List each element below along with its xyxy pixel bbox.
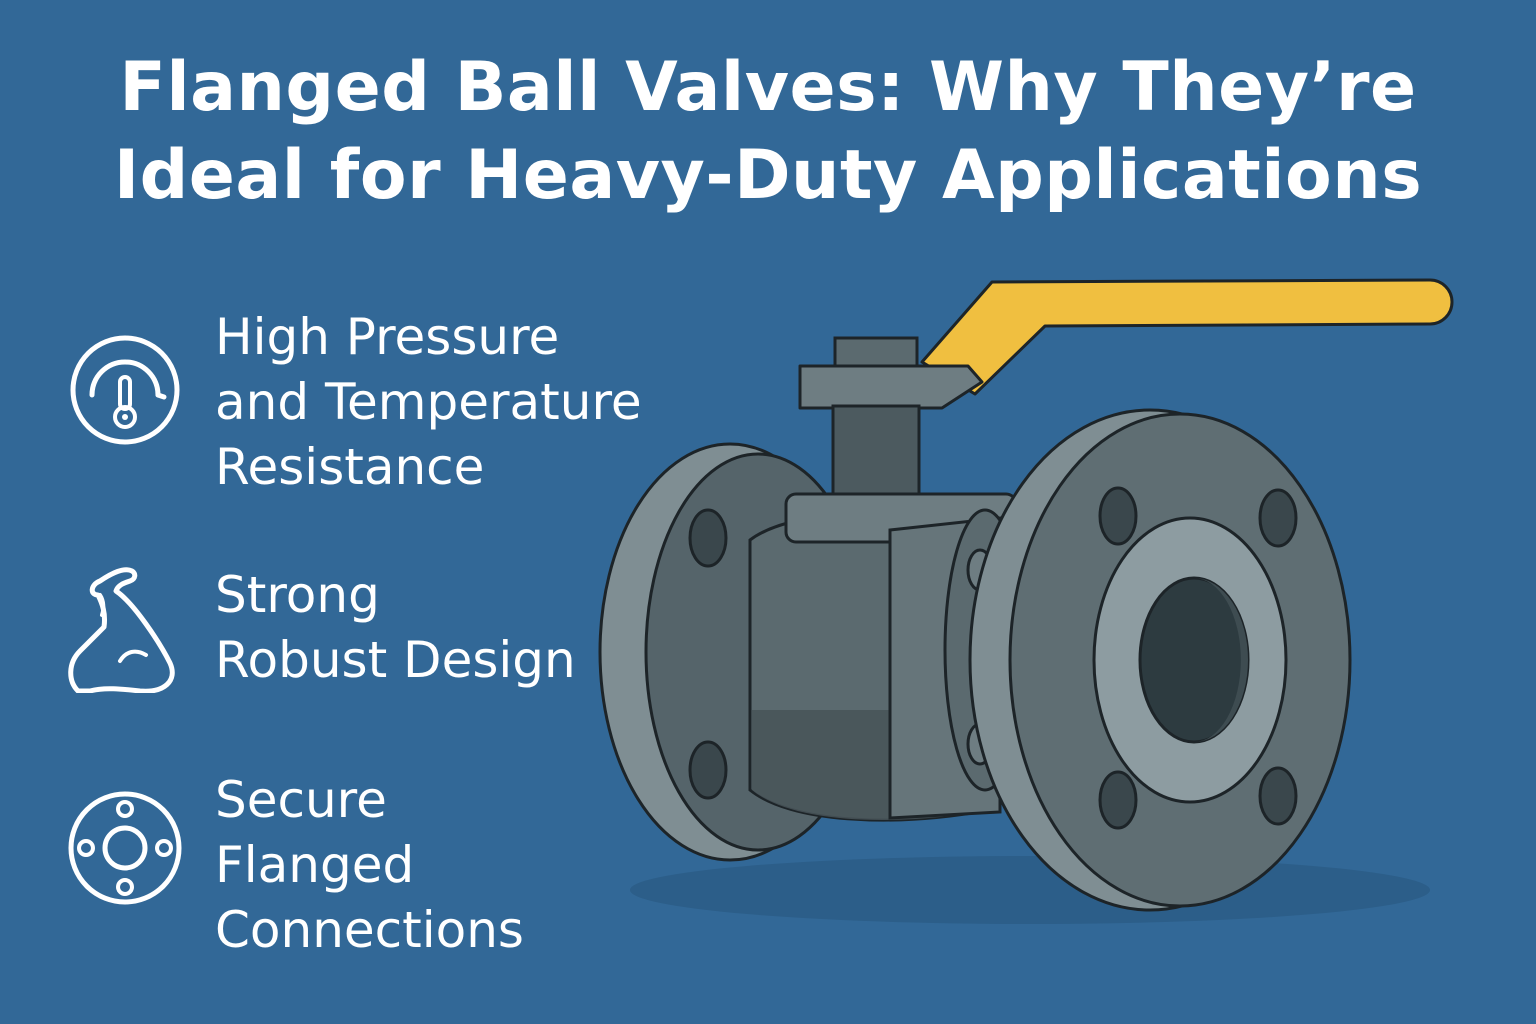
- feature-line: Strong: [215, 566, 380, 624]
- feature-line: Flanged: [215, 836, 415, 894]
- pressure-gauge-icon: [70, 335, 180, 445]
- feature-line: High Pressure: [215, 308, 560, 366]
- valve-stem: [798, 336, 984, 508]
- title-line-2: Ideal for Heavy-Duty Applications: [113, 136, 1423, 215]
- feature-line: Resistance: [215, 438, 485, 496]
- right-flange: [968, 408, 1352, 912]
- flange-bolt-pattern-icon: [68, 791, 182, 905]
- feature-label: High Pressure and Temperature Resistance: [215, 305, 642, 500]
- feature-line: and Temperature: [215, 373, 642, 431]
- feature-label: Secure Flanged Connections: [215, 768, 524, 963]
- page-title: Flanged Ball Valves: Why They’re Ideal f…: [0, 44, 1536, 220]
- feature-line: Robust Design: [215, 631, 576, 689]
- feature-line: Connections: [215, 901, 524, 959]
- title-line-1: Flanged Ball Valves: Why They’re: [119, 48, 1417, 127]
- feature-label: Strong Robust Design: [215, 563, 576, 693]
- flexed-arm-icon: [68, 567, 175, 693]
- flanged-ball-valve-illustration: [598, 278, 1454, 924]
- feature-line: Secure: [215, 771, 387, 829]
- valve-shadow: [630, 856, 1430, 924]
- lever-handle: [920, 278, 1454, 396]
